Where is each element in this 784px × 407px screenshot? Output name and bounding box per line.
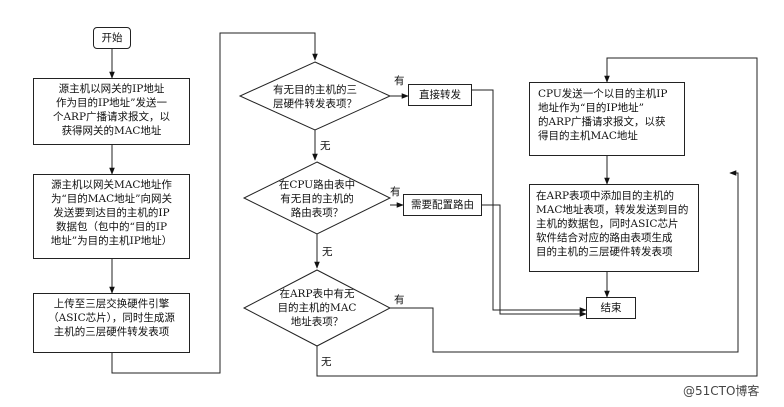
no-label-d1: 无 bbox=[320, 140, 331, 152]
step-arp-gateway: 源主机以网关的IP地址 作为目的IP地址”发送一 个ARP广播请求报文，以 获得… bbox=[33, 78, 190, 145]
watermark: @51CTO博客 bbox=[683, 384, 760, 398]
no-label-d2: 无 bbox=[322, 246, 333, 258]
cpu-arp-request-box: CPU发送一个以目的主机IP 地址作为“目的IP地址” 的ARP广播请求报文，以… bbox=[529, 82, 685, 156]
yes-label-d2: 有 bbox=[390, 186, 401, 198]
yes-label-d3: 有 bbox=[394, 294, 405, 306]
need-route-box: 需要配置路由 bbox=[403, 194, 482, 216]
decision1-text: 有无目的主机的三 层硬件转发表项？ bbox=[273, 84, 357, 110]
end-node: 结束 bbox=[586, 297, 636, 319]
decision2-text: 在CPU路由表中 有无目的主机的 路由表项？ bbox=[278, 179, 356, 219]
arp-add-entry-box: 在ARP表项中添加目的主机的 MAC地址表项，转发发送到目的 主机的数据包，同时… bbox=[529, 184, 699, 272]
start-node: 开始 bbox=[93, 27, 131, 49]
step-send-packet: 源主机以网关MAC地址作 为“目的MAC地址”向网关 发送要到达目的主机的IP … bbox=[33, 174, 190, 259]
direct-forward-box: 直接转发 bbox=[408, 84, 472, 106]
yes-label-d1: 有 bbox=[394, 75, 405, 87]
arrow-d3-cpuarp bbox=[316, 57, 758, 377]
arrow-d3-arpadd bbox=[390, 170, 739, 353]
step-upload-asic: 上传至三层交换硬件引擎 （ASIC芯片），同时生成源 主机的三层硬件转发表项 bbox=[33, 293, 190, 353]
arrow-direct-end bbox=[472, 89, 587, 313]
no-label-d3: 无 bbox=[321, 356, 332, 368]
arrow-step3-decision1 bbox=[111, 32, 318, 374]
decision3-text: 在ARP表中有无 目的主机的MAC 地址表项？ bbox=[277, 288, 357, 328]
arrow-route-end bbox=[482, 204, 587, 317]
